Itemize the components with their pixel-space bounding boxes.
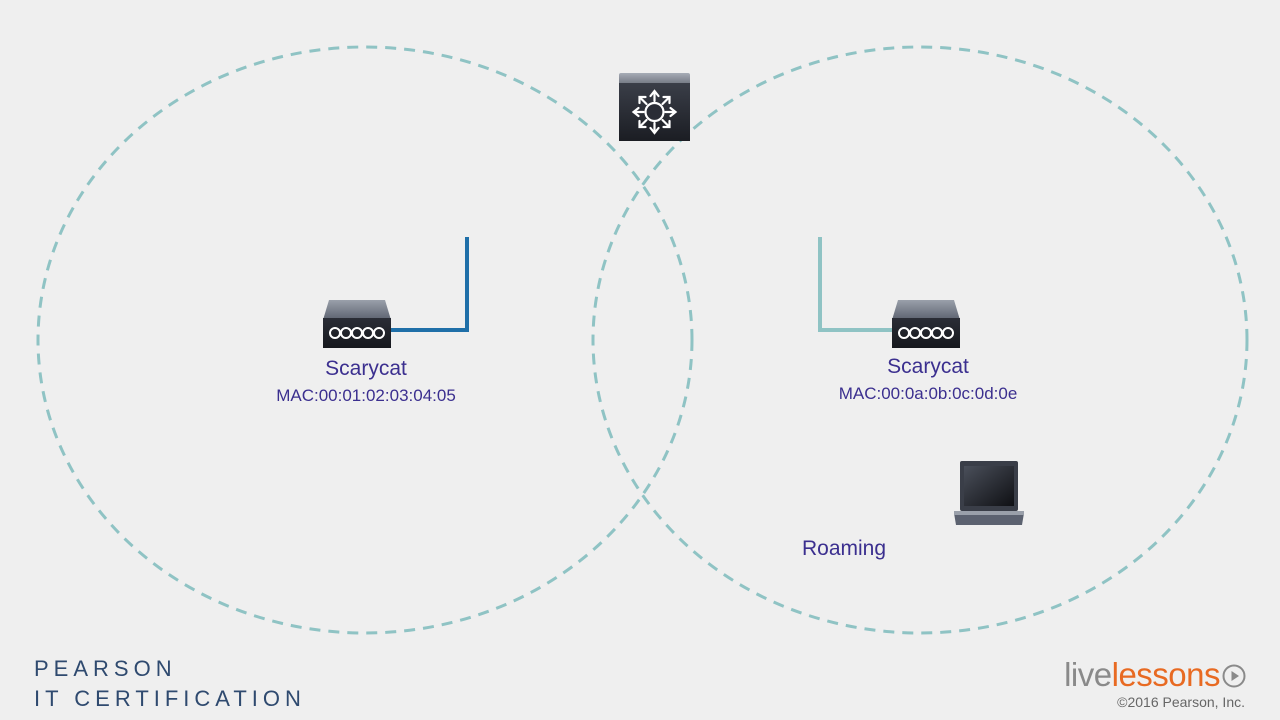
laptop-icon — [954, 461, 1024, 525]
copyright-text: ©2016 Pearson, Inc. — [1117, 694, 1245, 710]
coverage-cell-left — [36, 45, 694, 635]
access-point-icon — [323, 300, 391, 348]
play-icon — [1222, 658, 1246, 696]
livelessons-logo-lessons: lessons — [1111, 656, 1221, 693]
ap-right-mac: MAC:00:0a:0b:0c:0d:0e — [838, 384, 1018, 403]
coverage-cell-right — [591, 45, 1249, 635]
pearson-logo-line1: PEARSON — [34, 656, 177, 681]
roaming-label: Roaming — [802, 537, 887, 560]
access-point-icon — [892, 300, 960, 348]
uplink-left — [388, 237, 469, 332]
uplink-right — [818, 237, 895, 332]
pearson-logo-line2: IT CERTIFICATION — [34, 686, 306, 711]
wireless-controller-icon — [619, 73, 690, 141]
ap-left-mac: MAC:00:01:02:03:04:05 — [276, 386, 456, 405]
livelessons-logo: livelessons — [1064, 656, 1246, 696]
ap-left-ssid: Scarycat — [325, 357, 407, 380]
ap-right-ssid: Scarycat — [887, 355, 969, 378]
livelessons-logo-live: live — [1064, 656, 1112, 693]
